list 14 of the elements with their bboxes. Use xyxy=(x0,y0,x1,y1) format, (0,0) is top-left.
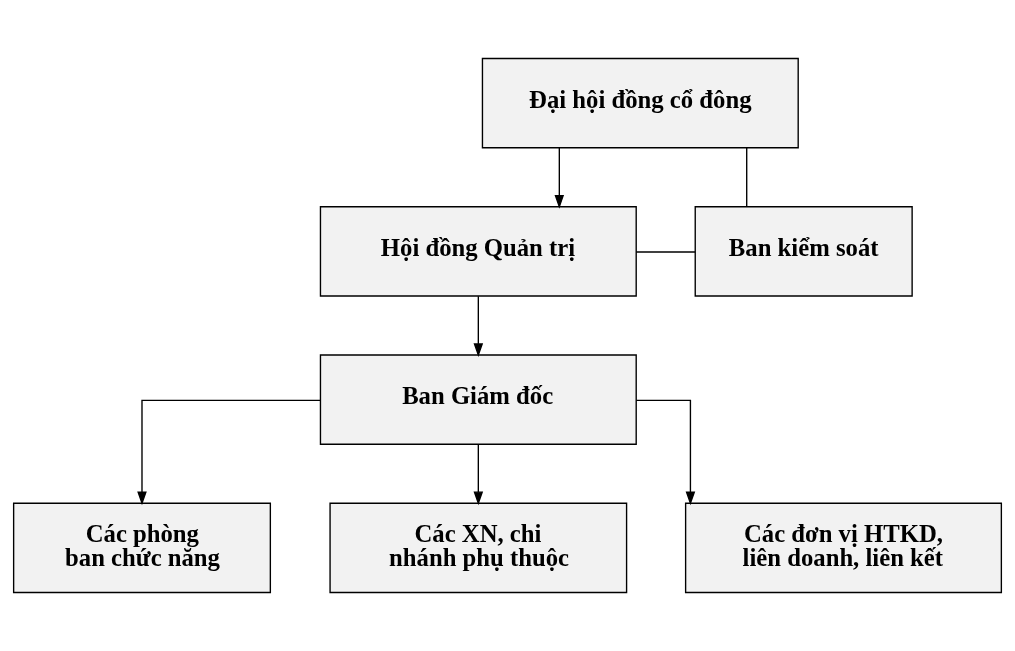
arrow xyxy=(635,399,696,506)
node-box: Hội đồng Quản trị xyxy=(319,206,637,297)
connector xyxy=(746,147,748,208)
arrow xyxy=(137,399,321,506)
connector xyxy=(635,251,696,253)
arrow xyxy=(473,295,484,357)
node-box: Ban Giám đốc xyxy=(319,354,637,445)
node-box: Các đơn vị HTKD, liên doanh, liên kết xyxy=(684,502,1003,594)
node-box: Các phòng ban chức năng xyxy=(12,502,272,594)
arrow xyxy=(554,147,565,209)
node-box: Ban kiểm soát xyxy=(694,206,913,297)
node-box: Các XN, chi nhánh phụ thuộc xyxy=(329,502,628,594)
arrow xyxy=(473,443,484,506)
node-box: Đại hội đồng cổ đông xyxy=(481,57,799,149)
